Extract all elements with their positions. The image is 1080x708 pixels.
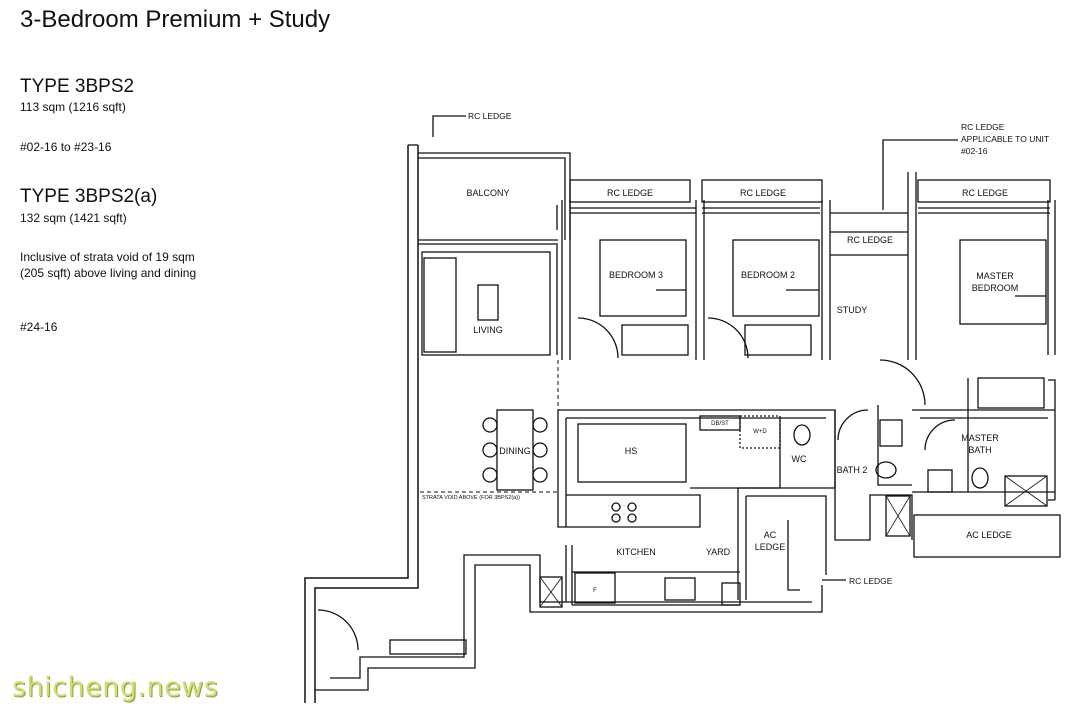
type-3bps2-area: 113 sqm (1216 sqft): [20, 100, 126, 114]
label-yard: YARD: [706, 547, 731, 557]
label-master-bedroom-1: MASTER: [976, 271, 1014, 281]
label-bedroom-3: BEDROOM 3: [609, 270, 663, 280]
label-dining: DINING: [499, 446, 531, 456]
label-ac-ledge-right: AC LEDGE: [966, 530, 1012, 540]
label-rc-ledge-note-2: APPLICABLE TO UNIT: [961, 134, 1049, 144]
label-bath-2: BATH 2: [837, 465, 868, 475]
label-master-bedroom-2: BEDROOM: [972, 283, 1019, 293]
label-hs: HS: [625, 446, 638, 456]
label-wc: WC: [792, 454, 807, 464]
label-bedroom-2: BEDROOM 2: [741, 270, 795, 280]
label-balcony: BALCONY: [466, 188, 509, 198]
label-living: LIVING: [473, 325, 503, 335]
label-strata-void: STRATA VOID ABOVE (FOR 3BPS2(a)): [422, 495, 520, 501]
label-rc-ledge-master: RC LEDGE: [962, 188, 1008, 198]
label-ac-ledge-2: LEDGE: [755, 542, 786, 552]
watermark: shicheng.news: [12, 672, 219, 703]
label-rc-ledge-bed3: RC LEDGE: [607, 188, 653, 198]
label-study: STUDY: [837, 305, 868, 315]
type-3bps2a-area: 132 sqm (1421 sqft): [20, 211, 127, 225]
type-3bps2a-note: Inclusive of strata void of 19 sqm (205 …: [20, 250, 197, 280]
label-rc-ledge-note-3: #02-16: [961, 146, 988, 156]
label-wd: W+D: [753, 429, 767, 435]
label-fridge: F: [593, 588, 597, 594]
label-dbist: DB/ST: [711, 421, 729, 427]
label-rc-ledge-bed2: RC LEDGE: [740, 188, 786, 198]
type-3bps2a-units: #24-16: [20, 320, 58, 334]
label-master-bath-2: BATH: [968, 445, 991, 455]
type-3bps2a-name: TYPE 3BPS2(a): [20, 186, 158, 207]
label-rc-ledge-study: RC LEDGE: [847, 235, 893, 245]
label-kitchen: KITCHEN: [616, 547, 656, 557]
label-rc-ledge-top: RC LEDGE: [468, 111, 512, 121]
label-rc-ledge-note-1: RC LEDGE: [961, 122, 1005, 132]
type-3bps2-name: TYPE 3BPS2: [20, 76, 135, 97]
page-title: 3-Bedroom Premium + Study: [20, 6, 331, 33]
label-master-bath-1: MASTER: [961, 433, 999, 443]
label-ac-ledge-1: AC: [764, 530, 777, 540]
type-3bps2-units: #02-16 to #23-16: [20, 140, 112, 154]
label-rc-ledge-bottom: RC LEDGE: [849, 576, 893, 586]
